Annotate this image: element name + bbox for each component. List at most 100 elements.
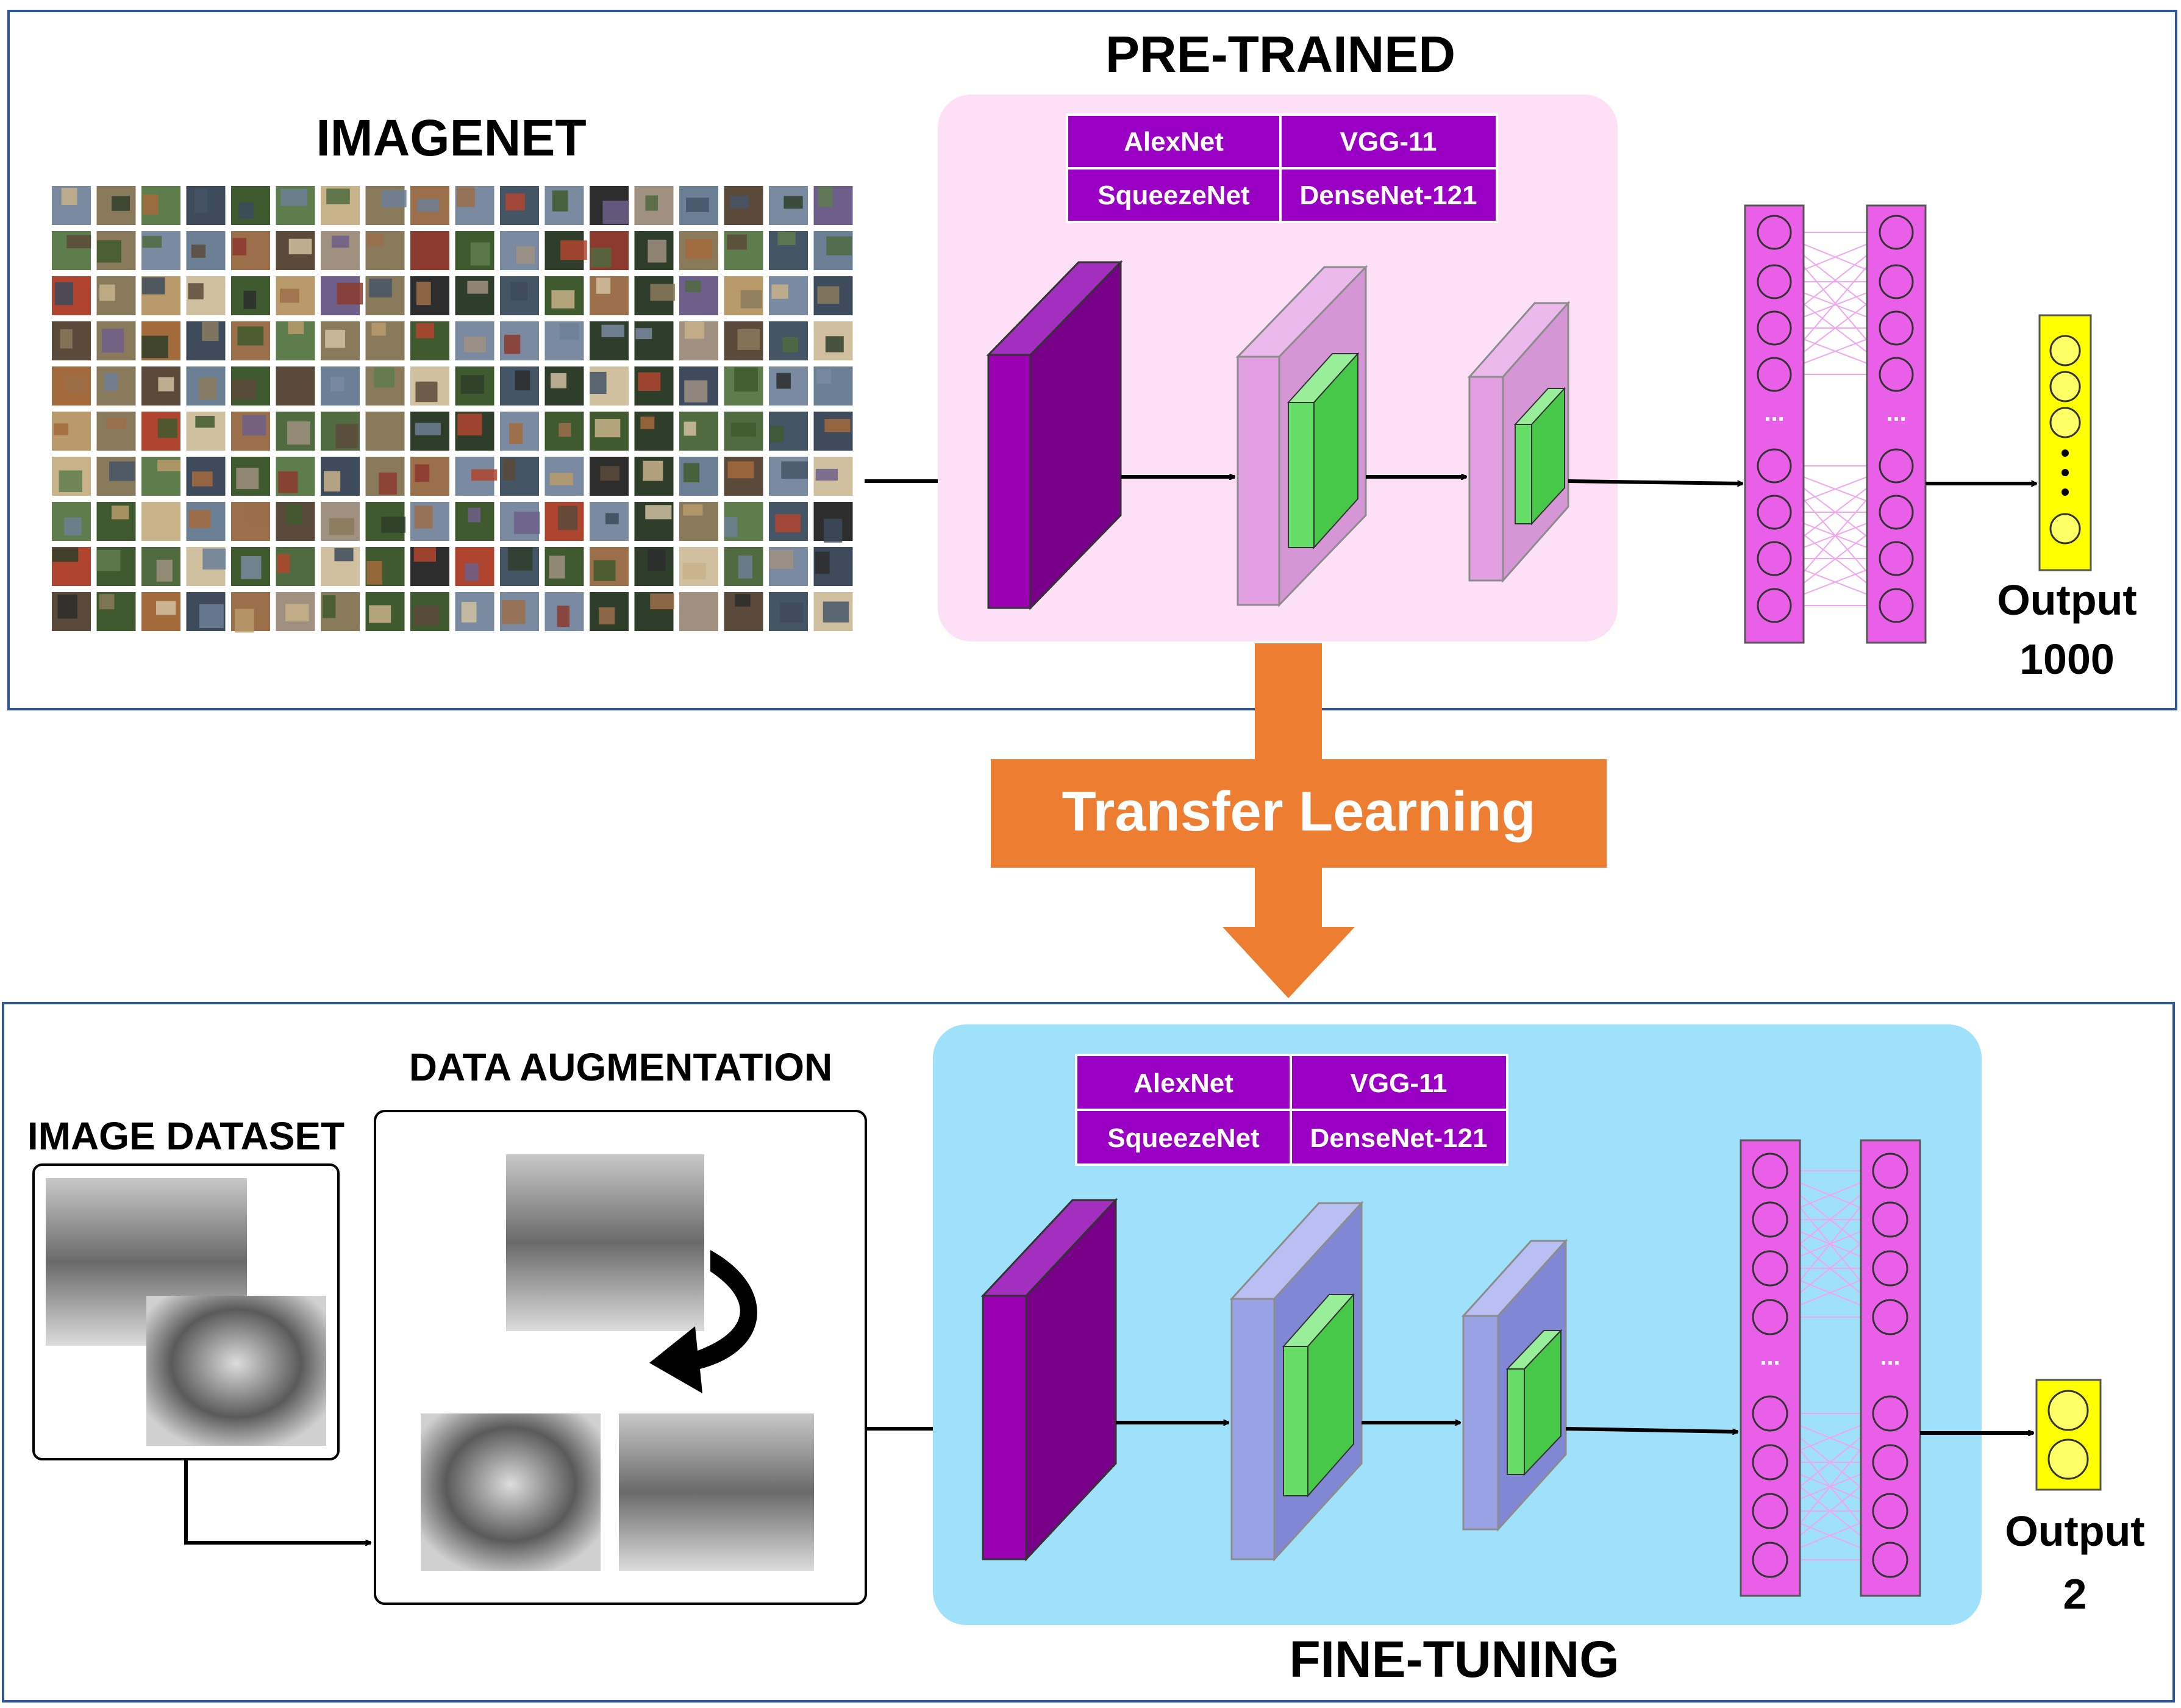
fc-neuron — [1872, 1395, 1908, 1432]
fc-neuron — [1879, 310, 1914, 346]
imagenet-thumbnail — [724, 276, 763, 315]
imagenet-thumbnail — [365, 321, 405, 360]
imagenet-thumbnail — [769, 231, 808, 270]
imagenet-thumbnail — [276, 412, 315, 451]
imagenet-thumbnail — [590, 231, 629, 270]
imagenet-thumbnail — [724, 231, 763, 270]
imagenet-thumbnail — [96, 276, 136, 315]
imagenet-thumbnail — [410, 321, 449, 360]
xray-image — [146, 1296, 326, 1446]
fc-neuron — [1757, 264, 1792, 299]
imagenet-thumbnail — [813, 231, 853, 270]
imagenet-thumbnail — [544, 592, 584, 631]
imagenet-thumbnail — [724, 186, 763, 225]
rotation-arrow-icon — [649, 1250, 757, 1393]
fc-layers-top: ... ... — [1744, 204, 1927, 644]
xray-image — [421, 1413, 601, 1571]
imagenet-thumbnail — [544, 412, 584, 451]
fc-ellipsis: ... — [1886, 399, 1906, 426]
fc-neuron — [1757, 448, 1792, 484]
imagenet-thumbnail — [410, 592, 449, 631]
imagenet-thumbnail — [724, 321, 763, 360]
fc-neuron — [1752, 1444, 1788, 1481]
imagenet-thumbnail — [365, 412, 405, 451]
fc-neuron — [1872, 1250, 1908, 1287]
imagenet-thumbnail — [769, 321, 808, 360]
imagenet-thumbnail — [410, 457, 449, 496]
imagenet-thumbnail — [590, 321, 629, 360]
output-label-bottom: Output — [2005, 1507, 2144, 1555]
model-alexnet: AlexNet — [1124, 127, 1224, 157]
imagenet-thumbnail — [724, 547, 763, 586]
imagenet-thumbnail — [321, 276, 363, 315]
model-vgg11: VGG-11 — [1351, 1068, 1447, 1098]
output-dot — [2061, 469, 2069, 476]
pretrained-model-table: AlexNet VGG-11 SqueezeNet DenseNet-121 — [1066, 113, 1498, 223]
pretrained-title: PRE-TRAINED — [1105, 26, 1455, 83]
imagenet-thumbnail — [276, 321, 315, 360]
imagenet-thumbnail — [321, 502, 360, 541]
imagenet-thumbnail — [634, 276, 676, 315]
model-vgg11: VGG-11 — [1340, 127, 1437, 157]
imagenet-thumbnail — [455, 276, 494, 315]
conv-layer-3-top — [1467, 301, 1571, 583]
imagenet-thumbnail — [679, 547, 718, 586]
output-count-bottom: 2 — [2063, 1570, 2087, 1618]
imagenet-thumbnail — [590, 457, 629, 496]
fc-layers-bottom: ... ... — [1740, 1139, 1921, 1597]
fc-neuron — [1752, 1542, 1788, 1578]
fc-neuron — [1872, 1444, 1908, 1481]
fc-neuron — [1757, 215, 1792, 250]
imagenet-thumbnail — [455, 366, 494, 406]
imagenet-thumbnail — [186, 366, 226, 406]
imagenet-thumbnail — [544, 186, 584, 225]
imagenet-thumbnail — [500, 412, 539, 451]
imagenet-thumbnail — [455, 592, 494, 631]
imagenet-thumbnail — [52, 186, 91, 225]
imagenet-thumbnail — [769, 592, 808, 631]
imagenet-thumbnail — [231, 366, 270, 406]
fc-neuron — [1872, 1542, 1908, 1578]
imagenet-thumbnail — [455, 231, 494, 270]
imagenet-thumbnail — [455, 186, 494, 225]
imagenet-thumbnail — [186, 186, 226, 225]
imagenet-thumbnail — [769, 457, 809, 496]
imagenet-thumbnail — [96, 457, 136, 496]
imagenet-thumbnail — [813, 592, 853, 631]
imagenet-thumbnail — [544, 231, 587, 270]
imagenet-thumbnail — [231, 592, 270, 633]
imagenet-thumbnail — [724, 412, 763, 451]
imagenet-thumbnail — [52, 321, 91, 360]
imagenet-thumbnail — [634, 186, 674, 225]
imagenet-thumbnail — [679, 366, 718, 406]
imagenet-thumbnail — [52, 547, 91, 586]
image-dataset-title: IMAGE DATASET — [27, 1114, 344, 1158]
imagenet-thumbnail — [500, 547, 539, 586]
imagenet-thumbnail — [231, 231, 270, 270]
imagenet-thumbnail — [634, 412, 674, 451]
imagenet-thumbnail — [410, 412, 449, 451]
imagenet-thumbnail — [769, 276, 808, 315]
imagenet-thumbnail — [679, 457, 718, 496]
imagenet-thumbnail — [141, 186, 180, 225]
fc-neuron — [1879, 495, 1914, 530]
imagenet-thumbnail — [544, 547, 584, 586]
imagenet-thumbnail — [500, 186, 539, 225]
imagenet-thumbnail — [769, 366, 808, 406]
fc-neuron — [1872, 1152, 1908, 1189]
imagenet-thumbnail — [455, 321, 494, 360]
output-neuron — [2047, 1438, 2089, 1480]
imagenet-thumbnail — [544, 457, 584, 496]
imagenet-thumbnail — [500, 457, 539, 496]
imagenet-thumbnail — [276, 276, 315, 315]
finetune-model-table: AlexNet VGG-11 SqueezeNet DenseNet-121 — [1075, 1054, 1508, 1166]
imagenet-thumbnail — [724, 502, 763, 541]
output-layer-bottom — [2035, 1379, 2102, 1491]
transfer-learning-arrow — [991, 643, 1607, 998]
fc-neuron — [1757, 357, 1792, 392]
imagenet-thumbnail — [590, 412, 629, 451]
imagenet-thumbnail — [231, 547, 270, 586]
fc-neuron — [1752, 1493, 1788, 1529]
imagenet-thumbnail — [141, 366, 180, 406]
